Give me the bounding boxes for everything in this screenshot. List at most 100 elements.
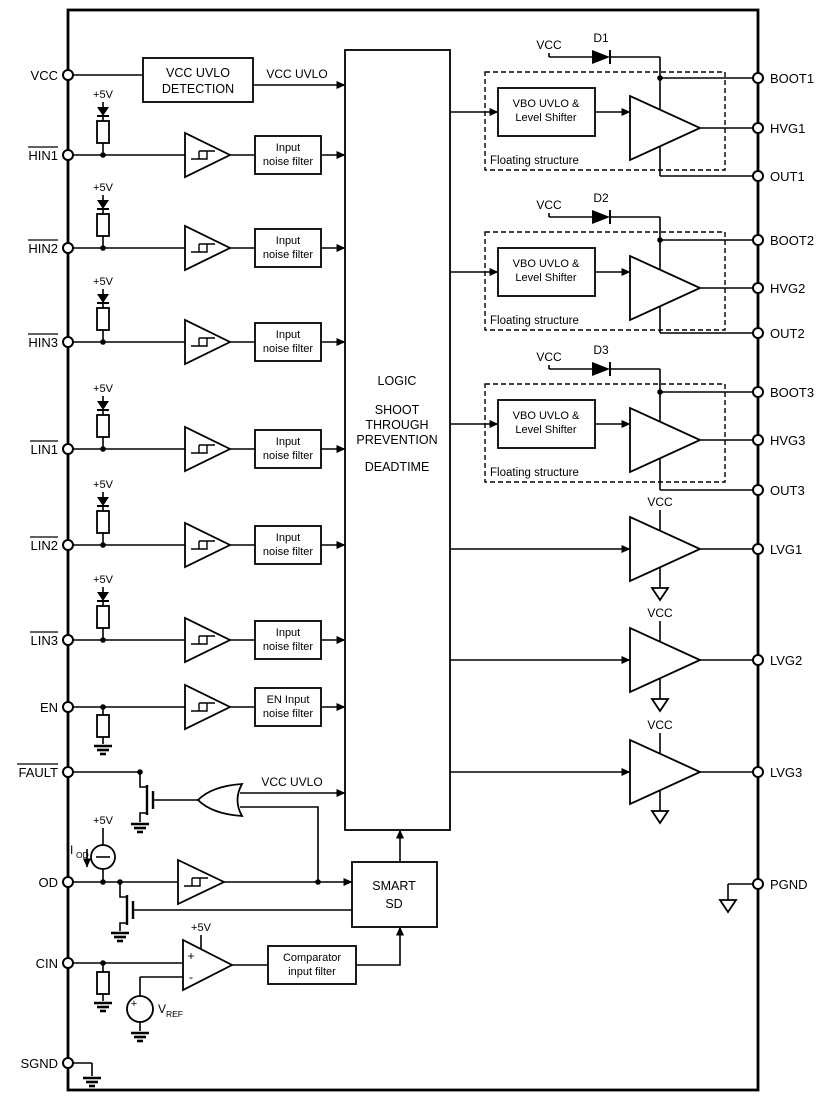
vbo-uvlo-line1: VBO UVLO & bbox=[513, 98, 580, 110]
filter-line1: Input bbox=[276, 142, 300, 154]
schmitt-trigger bbox=[184, 616, 233, 664]
low-side-driver-icon bbox=[629, 626, 703, 694]
filter-line2: noise filter bbox=[263, 343, 313, 355]
ground-icon bbox=[650, 587, 670, 602]
pulldown-resistor bbox=[94, 963, 112, 1013]
low-side-driver-icon bbox=[629, 738, 703, 806]
pin-label: OUT1 bbox=[770, 169, 805, 184]
lvg-driver-1: VCC bbox=[450, 495, 753, 602]
vcc-uvlo-net-label-bottom: VCC UVLO bbox=[261, 775, 322, 789]
ground-icon bbox=[650, 698, 670, 713]
pin-terminal bbox=[752, 327, 764, 339]
pin-terminal bbox=[62, 766, 74, 778]
od-clamp-mosfet-icon bbox=[111, 882, 135, 943]
vref-label-sub: REF bbox=[166, 1009, 183, 1019]
iod-current-source: +5V I OD bbox=[70, 815, 116, 882]
pin-label: HVG3 bbox=[770, 433, 805, 448]
channel-lin1: +5V Input noise filter bbox=[73, 383, 346, 473]
vbo-uvlo-line2: Level Shifter bbox=[515, 424, 576, 436]
pin-label: BOOT3 bbox=[770, 385, 814, 400]
vcc-uvlo-detection-block: VCC UVLO DETECTION VCC UVLO bbox=[73, 57, 346, 103]
plus5v-label: +5V bbox=[93, 276, 114, 288]
pin-terminal bbox=[752, 654, 764, 666]
resistor bbox=[96, 605, 110, 629]
resistor bbox=[96, 714, 110, 738]
filter-line1: Input bbox=[276, 329, 300, 341]
pin-fault: FAULT bbox=[17, 763, 74, 780]
pin-lin3: LIN3 bbox=[30, 631, 74, 648]
low-side-driver-icon bbox=[629, 515, 703, 583]
floating-structure-3: Floating structure VBO UVLO & Level Shif… bbox=[450, 343, 753, 491]
pin-sgnd: SGND bbox=[20, 1056, 74, 1071]
logic-line1: LOGIC bbox=[378, 374, 417, 388]
vcc-uvlo-net-label-top: VCC UVLO bbox=[266, 67, 327, 81]
smart-sd-box bbox=[351, 861, 438, 928]
channel-lin2: +5V Input noise filter bbox=[73, 479, 346, 569]
high-side-driver-icon bbox=[629, 406, 703, 474]
ground-icon bbox=[650, 810, 670, 825]
ground-icon bbox=[718, 899, 738, 914]
logic-line3: THROUGH bbox=[365, 418, 428, 432]
diode-icon bbox=[97, 107, 109, 116]
vcc-label: VCC bbox=[536, 198, 562, 212]
pin-lvg3: LVG3 bbox=[752, 765, 802, 780]
comparator-icon bbox=[182, 938, 234, 992]
logic-block: LOGIC SHOOT THROUGH PREVENTION DEADTIME bbox=[344, 49, 451, 831]
pin-label: LVG1 bbox=[770, 542, 802, 557]
filter-line2: noise filter bbox=[263, 156, 313, 168]
pin-terminal bbox=[752, 543, 764, 555]
floating-structure-border bbox=[484, 383, 726, 483]
hysteresis-icon bbox=[191, 635, 215, 645]
hysteresis-icon bbox=[191, 150, 215, 160]
schmitt-trigger bbox=[184, 224, 233, 272]
hysteresis-icon bbox=[191, 702, 215, 712]
ground-icon bbox=[94, 744, 112, 756]
input-noise-filter-block: Input noise filter bbox=[254, 135, 322, 175]
pin-terminal bbox=[752, 234, 764, 246]
plus5v-label: +5V bbox=[93, 383, 114, 395]
schmitt-trigger bbox=[184, 683, 233, 731]
plus5v-label: +5V bbox=[191, 922, 212, 934]
pin-terminal bbox=[752, 386, 764, 398]
floating-structure-border bbox=[484, 231, 726, 331]
pullup-5v: +5V bbox=[93, 479, 114, 545]
pin-boot3: BOOT3 bbox=[752, 385, 814, 400]
cin-section: + - +5V + V REF Comparator input filter bbox=[73, 922, 404, 1043]
pin-hvg1: HVG1 bbox=[752, 121, 805, 136]
pin-en: EN bbox=[40, 700, 74, 715]
schmitt-trigger bbox=[184, 521, 233, 569]
vbo-uvlo-box bbox=[497, 399, 596, 449]
fault-mosfet-icon bbox=[131, 772, 155, 834]
floating-structure-label: Floating structure bbox=[490, 155, 579, 167]
diode-icon bbox=[97, 401, 109, 410]
pin-label: FAULT bbox=[19, 765, 59, 780]
pin-label: HIN3 bbox=[28, 335, 58, 350]
ground-icon bbox=[94, 1001, 112, 1013]
pullup-5v: +5V bbox=[93, 89, 114, 155]
pin-label: LIN3 bbox=[31, 633, 58, 648]
lvg-driver-2: VCC bbox=[450, 606, 753, 713]
left-pins: VCC HIN1 HIN2 HIN3 LIN1 LIN2 bbox=[17, 68, 74, 1071]
schmitt-trigger bbox=[184, 425, 233, 473]
input-noise-filter-block: Input noise filter bbox=[254, 322, 322, 362]
diode-icon bbox=[97, 592, 109, 601]
diode-label: D1 bbox=[593, 31, 609, 45]
ground-icon bbox=[131, 822, 149, 834]
pin-label: LIN1 bbox=[31, 442, 58, 457]
diode-icon bbox=[592, 362, 610, 376]
pin-terminal bbox=[752, 282, 764, 294]
vbo-uvlo-line1: VBO UVLO & bbox=[513, 410, 580, 422]
pin-hin1: HIN1 bbox=[28, 146, 74, 163]
vbo-uvlo-box bbox=[497, 247, 596, 297]
pin-label: VCC bbox=[31, 68, 58, 83]
plus5v-label: +5V bbox=[93, 574, 114, 586]
pin-terminal bbox=[62, 701, 74, 713]
pin-terminal bbox=[752, 72, 764, 84]
iod-label: I bbox=[70, 843, 73, 857]
pin-label: OD bbox=[39, 875, 59, 890]
comparator-minus-label: - bbox=[189, 970, 193, 984]
plus5v-label: +5V bbox=[93, 89, 114, 101]
comparator-input-filter-block: Comparator input filter bbox=[267, 945, 357, 985]
pin-od: OD bbox=[39, 875, 74, 890]
